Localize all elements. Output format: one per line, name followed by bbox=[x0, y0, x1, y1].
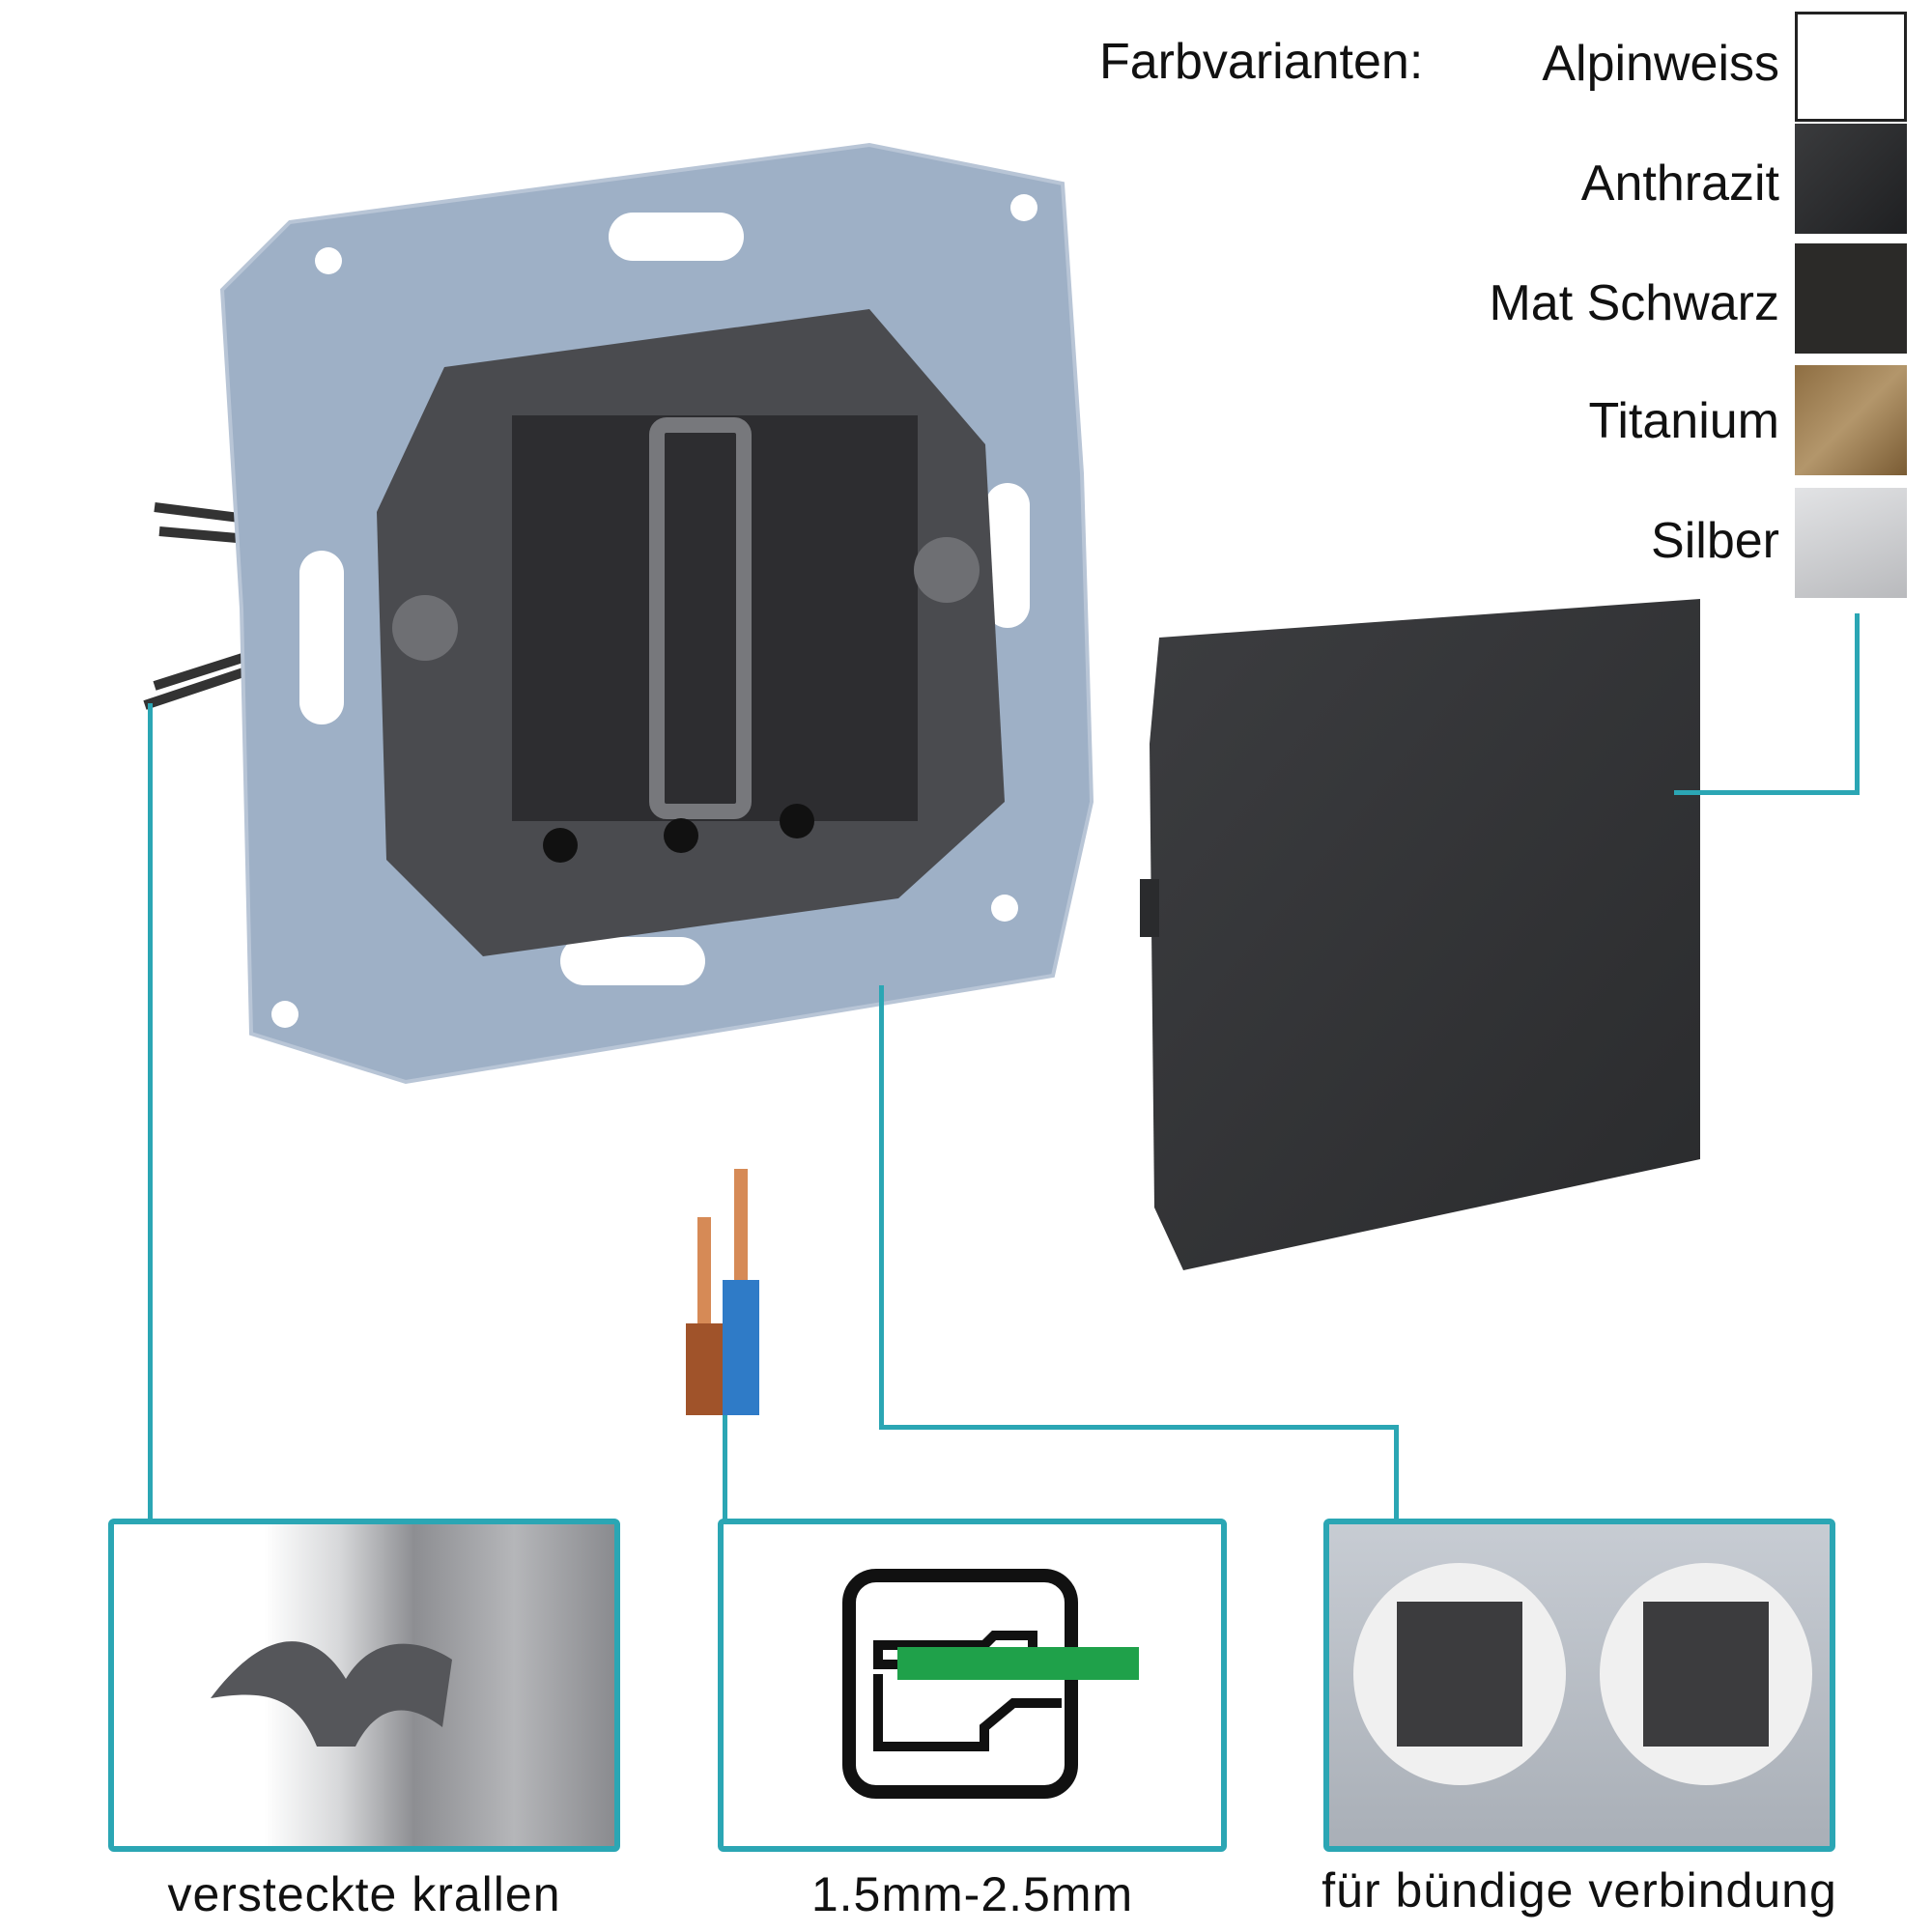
variant-label-mat-schwarz: Mat Schwarz bbox=[1489, 275, 1779, 331]
swatch-titanium bbox=[1795, 365, 1907, 475]
feature-box-wire-gauge bbox=[718, 1519, 1227, 1852]
variant-label-alpinweiss: Alpinweiss bbox=[1542, 36, 1779, 92]
caption-flush-connection: für bündige verbindung bbox=[1321, 1863, 1837, 1918]
swatch-anthrazit bbox=[1795, 124, 1907, 234]
connector-line-plate bbox=[879, 985, 884, 1430]
variant-label-titanium: Titanium bbox=[1588, 393, 1779, 449]
socket-right bbox=[1600, 1563, 1812, 1785]
variant-label-anthrazit: Anthrazit bbox=[1580, 156, 1779, 212]
socket-left bbox=[1353, 1563, 1566, 1785]
cable-image bbox=[686, 1169, 759, 1415]
variant-label-silber: Silber bbox=[1651, 513, 1779, 569]
wire-terminal-icon bbox=[842, 1569, 1139, 1799]
connector-line-plate-h bbox=[879, 1425, 1399, 1430]
color-variants-title: Farbvarianten: bbox=[1099, 34, 1424, 90]
rocker-cover-image bbox=[1140, 599, 1700, 1270]
swatch-mat-schwarz bbox=[1795, 243, 1907, 354]
caption-wire-gauge: 1.5mm-2.5mm bbox=[810, 1867, 1134, 1921]
connector-line-plate-v bbox=[1394, 1425, 1399, 1521]
switch-insert-image bbox=[143, 142, 1094, 1085]
connector-line-cable bbox=[723, 1415, 727, 1521]
claw-icon bbox=[211, 1641, 452, 1747]
connector-line-cover bbox=[1674, 790, 1860, 795]
swatch-silber bbox=[1795, 488, 1907, 598]
caption-hidden-claws: versteckte krallen bbox=[167, 1867, 561, 1921]
feature-box-claws bbox=[108, 1519, 620, 1852]
feature-box-flush-connection bbox=[1323, 1519, 1835, 1852]
connector-line-swatches bbox=[1855, 613, 1860, 795]
connector-line-claws bbox=[148, 703, 153, 1520]
swatch-alpinweiss bbox=[1795, 12, 1907, 122]
